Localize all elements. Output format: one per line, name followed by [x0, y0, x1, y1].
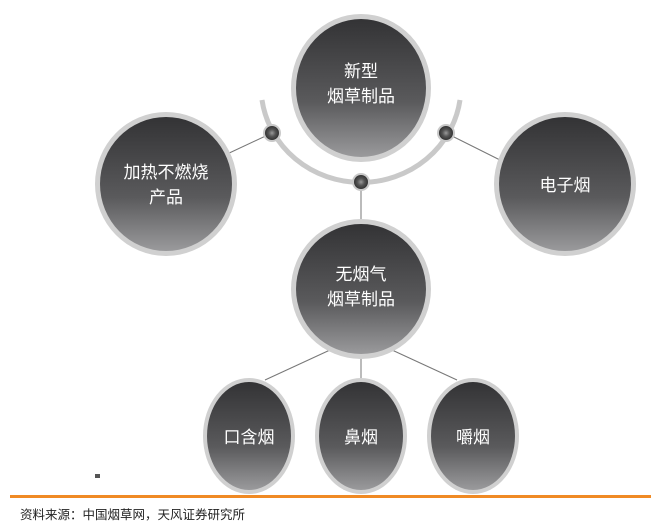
source-note: 资料来源：中国烟草网，天风证券研究所 [20, 507, 246, 522]
node-root-line1: 新型 [344, 62, 378, 82]
node-heat-not-burn-line2: 产品 [149, 188, 183, 208]
node-smokeless-line2: 烟草制品 [327, 290, 395, 310]
node-smokeless-line1: 无烟气 [336, 265, 387, 285]
node-root-line2: 烟草制品 [327, 87, 395, 107]
node-root: 新型 烟草制品 [291, 14, 431, 162]
node-e-cigarette-label: 电子烟 [540, 176, 591, 196]
node-snuff-label: 鼻烟 [344, 428, 378, 448]
node-oral-tobacco-label: 口含烟 [224, 428, 275, 448]
node-oral-tobacco: 口含烟 [203, 378, 295, 494]
junction-dots [263, 124, 455, 191]
node-chewing-tobacco-label: 嚼烟 [456, 428, 490, 448]
source-divider [10, 495, 651, 498]
node-smokeless: 无烟气 烟草制品 [291, 219, 431, 359]
node-e-cigarette: 电子烟 [494, 112, 636, 256]
node-heat-not-burn-line1: 加热不燃烧 [124, 163, 209, 183]
node-chewing-tobacco: 嚼烟 [427, 378, 519, 494]
small-marker [95, 474, 100, 478]
node-snuff: 鼻烟 [315, 378, 407, 494]
node-heat-not-burn: 加热不燃烧 产品 [95, 112, 237, 256]
